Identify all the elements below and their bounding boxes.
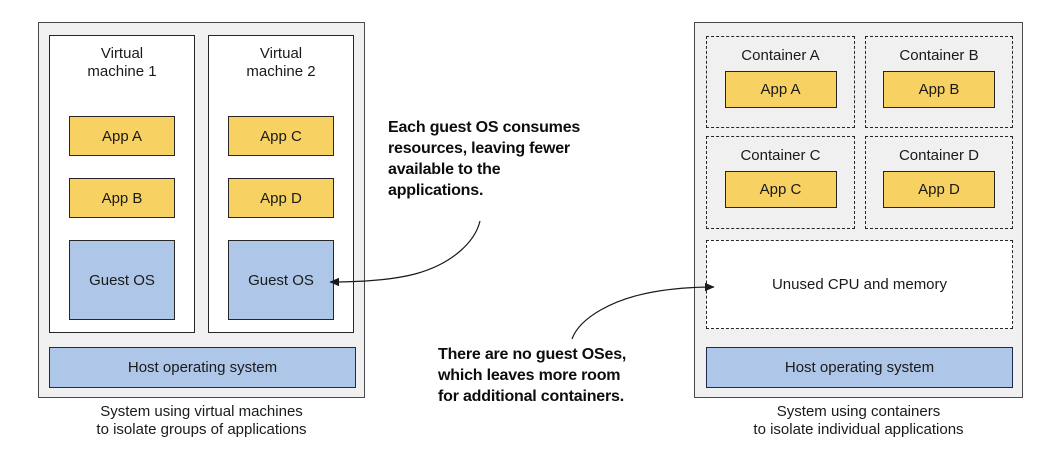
container-b-app-label: App B: [918, 81, 960, 98]
container-host-os-label: Host operating system: [784, 359, 935, 376]
virtual-machine-1-box: Virtual machine 1 App A App B Guest OS: [49, 35, 195, 333]
containers-annotation: There are no guest OSes, which leaves mo…: [438, 344, 708, 407]
vm-1-guest-os-label: Guest OS: [89, 271, 155, 289]
guest-os-annotation-line-3: available to the: [388, 161, 501, 178]
vm-1-guest-os-box: Guest OS: [69, 240, 175, 320]
guest-os-annotation-line-1: Each guest OS consumes: [388, 119, 581, 136]
container-a-box: Container A App A: [706, 36, 855, 128]
container-caption-line-2: to isolate individual applications: [753, 421, 964, 438]
container-a-app-box: App A: [724, 71, 837, 108]
container-host-os-bar: Host operating system: [706, 347, 1013, 388]
container-c-box: Container C App C: [706, 136, 855, 229]
vm-2-guest-os-label: Guest OS: [248, 271, 314, 289]
container-c-title: Container C: [740, 147, 821, 164]
guest-os-annotation: Each guest OS consumes resources, leavin…: [388, 117, 638, 201]
vm-host-os-label: Host operating system: [127, 359, 278, 376]
container-c-app-box: App C: [724, 171, 837, 208]
container-d-app-box: App D: [883, 171, 995, 208]
container-system-caption: System using containers to isolate indiv…: [694, 403, 1023, 439]
unused-cpu-memory-box: Unused CPU and memory: [706, 240, 1013, 329]
virtual-machine-2-box: Virtual machine 2 App C App D Guest OS: [208, 35, 354, 333]
container-b-title: Container B: [899, 47, 979, 64]
container-c-app-label: App C: [759, 181, 802, 198]
vm-2-title: Virtual machine 2: [246, 45, 316, 80]
guest-os-annotation-line-2: resources, leaving fewer: [388, 140, 570, 157]
vm-2-guest-os-box: Guest OS: [228, 240, 334, 320]
containers-arrow: [571, 282, 715, 340]
container-b-app-box: App B: [883, 71, 995, 108]
container-caption-line-1: System using containers: [776, 403, 941, 420]
container-b-box: Container B App B: [865, 36, 1013, 128]
vm-1-app-a-label: App A: [101, 127, 143, 145]
vm-caption-line-2: to isolate groups of applications: [96, 421, 307, 438]
guest-os-annotation-line-4: applications.: [388, 182, 484, 199]
vm-1-title: Virtual machine 1: [87, 45, 157, 80]
unused-cpu-memory-label: Unused CPU and memory: [771, 276, 948, 293]
container-a-app-label: App A: [760, 81, 801, 98]
vm-2-app-c-box: App C: [228, 116, 334, 156]
containers-annotation-line-1: There are no guest OSes,: [438, 346, 627, 363]
vm-1-app-b-box: App B: [69, 178, 175, 218]
vm-2-app-d-label: App D: [260, 189, 302, 207]
container-a-title: Container A: [741, 47, 820, 64]
container-system-panel: Container A App A Container B App B Cont…: [694, 22, 1023, 398]
container-d-app-label: App D: [918, 181, 960, 198]
vm-system-panel: Virtual machine 1 App A App B Guest OS V…: [38, 22, 365, 398]
vm-host-os-bar: Host operating system: [49, 347, 356, 388]
vm-system-caption: System using virtual machines to isolate…: [38, 403, 365, 439]
containers-annotation-line-3: for additional containers.: [438, 388, 624, 405]
vm-1-app-b-label: App B: [101, 189, 143, 207]
containers-annotation-line-2: which leaves more room: [438, 367, 621, 384]
vm-caption-line-1: System using virtual machines: [100, 403, 303, 420]
vm-2-app-d-box: App D: [228, 178, 334, 218]
container-d-title: Container D: [898, 147, 980, 164]
vm-2-app-c-label: App C: [260, 127, 302, 145]
vm-1-app-a-box: App A: [69, 116, 175, 156]
container-d-box: Container D App D: [865, 136, 1013, 229]
